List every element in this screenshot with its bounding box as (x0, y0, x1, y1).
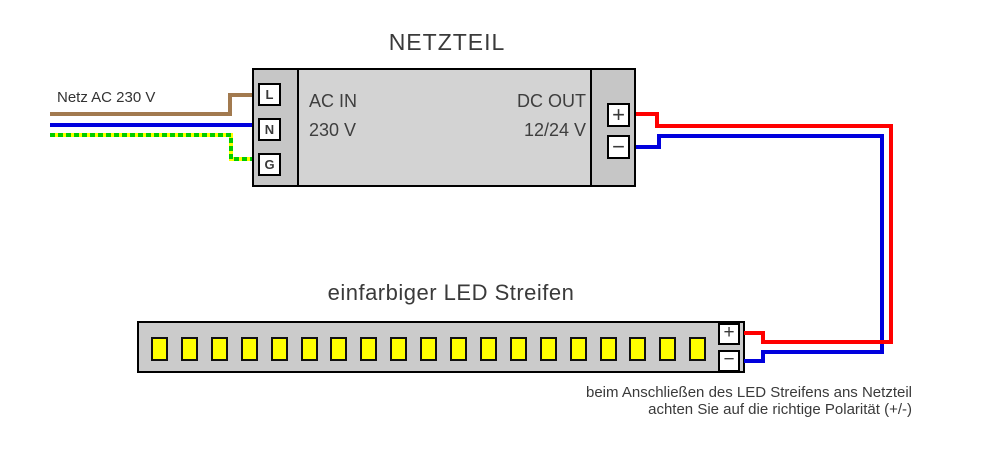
led-chip (270, 337, 288, 361)
ac-in-label: AC IN (309, 91, 358, 111)
led-chip (180, 337, 198, 361)
dc-out-block: DC OUT 12/24 V (517, 87, 586, 145)
led-chip (539, 337, 557, 361)
terminal-n: N (258, 118, 281, 141)
led-chip (599, 337, 617, 361)
led-strip-title: einfarbiger LED Streifen (327, 280, 575, 305)
led-row (139, 323, 743, 371)
polarity-note-line1: beim Anschließen des LED Streifens ans N… (586, 384, 912, 401)
led-chip (330, 337, 348, 361)
ac-in-value: 230 V (309, 120, 357, 140)
mains-earth-wire-green (50, 133, 252, 161)
led-chip (689, 337, 707, 361)
led-chip (360, 337, 378, 361)
led-chip (509, 337, 527, 361)
terminal-l: L (258, 83, 281, 106)
terminal-dc-minus: − (607, 135, 630, 159)
dc-positive-wire (636, 112, 893, 344)
psu-output-terminal-strip (590, 70, 634, 185)
terminal-g: G (258, 153, 281, 176)
led-chip (151, 337, 168, 361)
led-chip (450, 337, 467, 361)
led-chip (390, 337, 408, 361)
terminal-dc-plus: + (607, 103, 630, 127)
led-chip (569, 337, 587, 361)
led-chip (300, 337, 318, 361)
led-strip-box (137, 321, 745, 373)
dc-out-label: DC OUT (517, 91, 586, 111)
polarity-note-line2: achten Sie auf die richtige Polarität (+… (648, 401, 912, 418)
mains-label: Netz AC 230 V (57, 89, 156, 106)
polarity-note: beim Anschließen des LED Streifens ans N… (586, 384, 912, 418)
led-chip (629, 337, 647, 361)
led-chip (420, 337, 438, 361)
led-chip (210, 337, 228, 361)
power-supply-title: NETZTEIL (388, 29, 506, 55)
strip-terminal-minus: − (718, 350, 740, 372)
mains-earth-wire-yellow (50, 133, 252, 161)
led-chip (659, 337, 677, 361)
strip-terminal-plus: + (718, 323, 740, 345)
dc-out-value: 12/24 V (523, 120, 586, 140)
led-chip (479, 337, 497, 361)
led-chip (240, 337, 258, 361)
ac-in-block: AC IN 230 V (309, 87, 357, 145)
